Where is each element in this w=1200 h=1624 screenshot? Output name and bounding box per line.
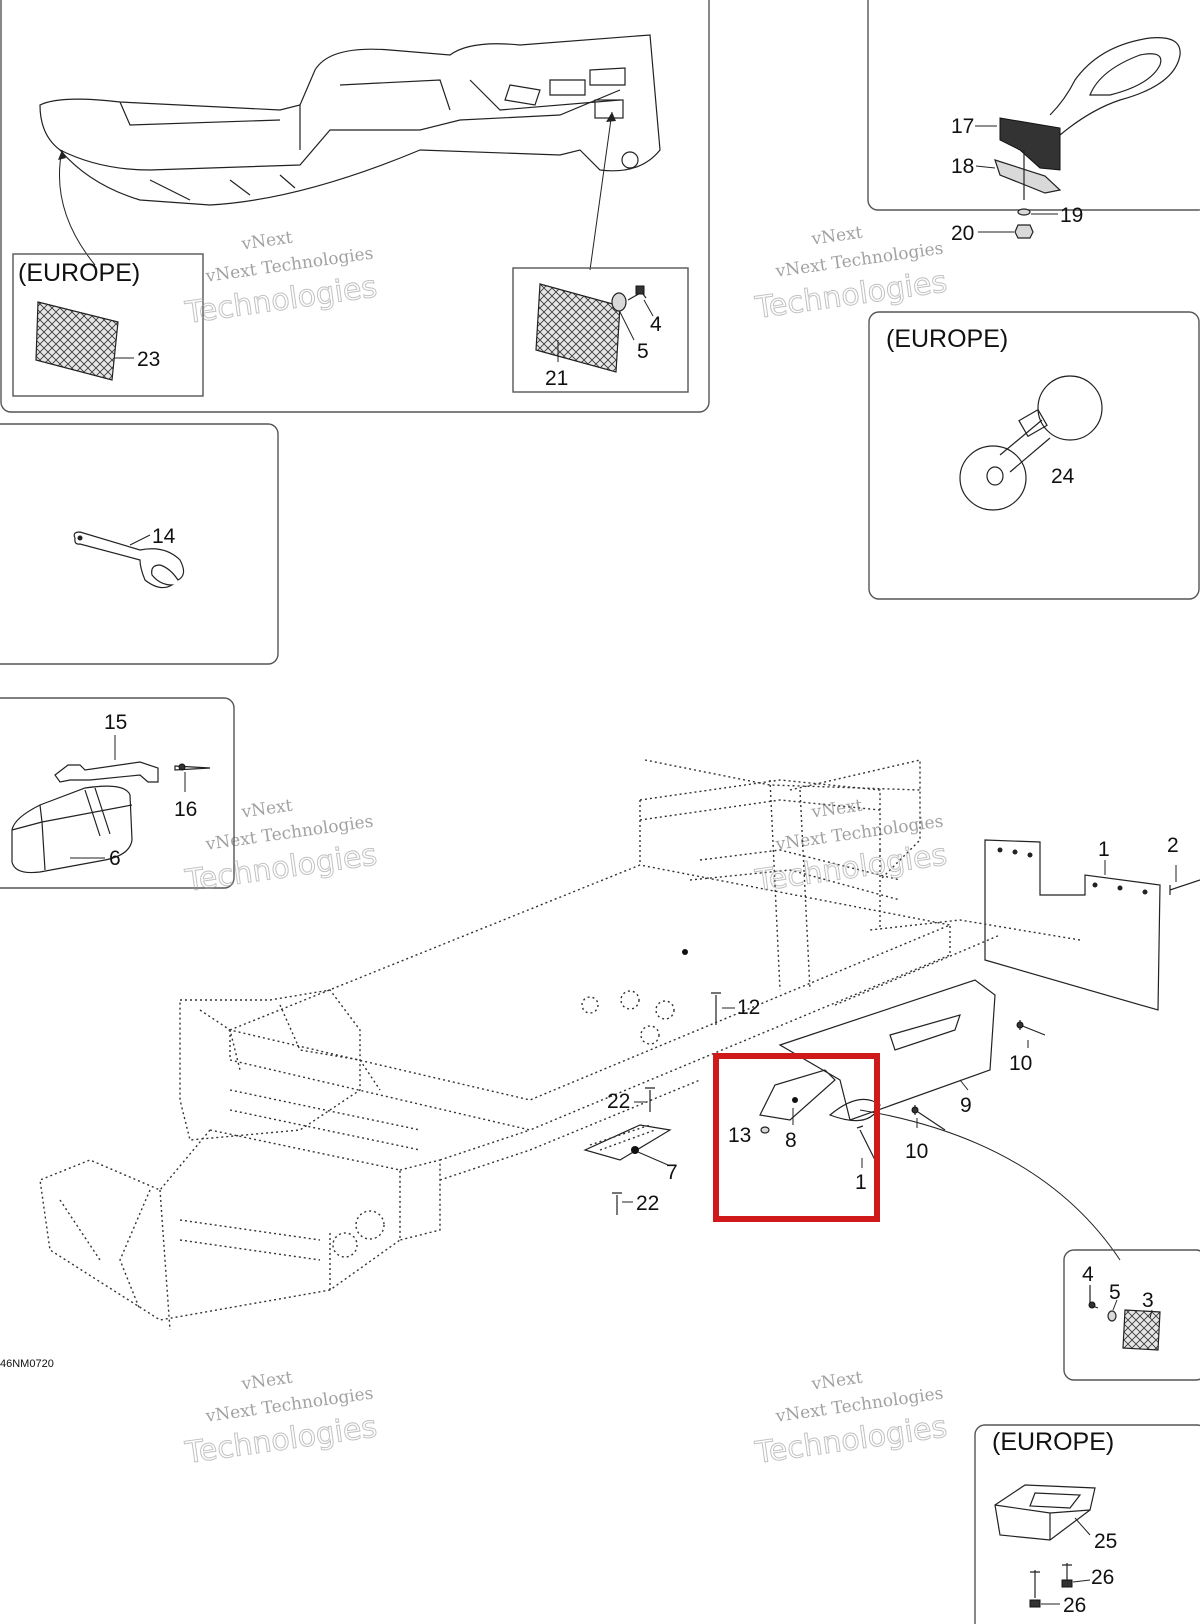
callout-21: 21: [545, 367, 568, 390]
panel-toolbox-frame: [0, 697, 235, 889]
watermark-vnext: vNext: [809, 796, 863, 823]
horn-bulb-drawing: [1037, 375, 1103, 441]
callout-1-rivet: 1: [855, 1171, 867, 1194]
callout-22-lower: 22: [636, 1192, 659, 1215]
mirror-mount-block: [999, 117, 1061, 171]
chassis-drawing: 7 22 22 12 9 10 10 1 2: [0, 759, 1200, 1370]
bracket-8-drawing: [759, 1069, 836, 1121]
europe-label: (EUROPE): [18, 259, 140, 287]
callout-10-lower: 10: [905, 1140, 928, 1163]
callout-13: 13: [728, 1124, 751, 1147]
callout-25: 25: [1094, 1530, 1117, 1553]
callout-24: 24: [1051, 465, 1075, 488]
washer-19-drawing: [1017, 208, 1031, 216]
footrest-7-drawing: [583, 1124, 672, 1161]
horn-europe-label: (EUROPE): [886, 325, 1008, 353]
panel-plate: (EUROPE) 25 26 26: [974, 1424, 1200, 1624]
nut-20-drawing: [1014, 224, 1034, 239]
watermark-vnext: vNext: [809, 1368, 863, 1395]
reflector-21-drawing: [535, 283, 621, 373]
callout-10-upper: 10: [1009, 1052, 1032, 1075]
callout-3: 3: [1142, 1289, 1154, 1312]
watermark-vnext: vNext: [239, 1368, 293, 1395]
case-6-drawing: [11, 785, 133, 874]
panel-rear-body: (EUROPE) 23 21 5 4: [0, 0, 710, 413]
panel-horn: (EUROPE) 24: [868, 311, 1200, 600]
callout-4: 4: [650, 313, 662, 336]
callout-15: 15: [104, 711, 127, 734]
rivet-16-drawing: [174, 765, 211, 771]
panel-rear-body-frame: [0, 0, 710, 413]
callout-22-upper: 22: [607, 1090, 630, 1113]
callout-23: 23: [137, 348, 160, 371]
watermark-vnext: vNext: [239, 228, 293, 255]
callout-1-flap: 1: [1098, 838, 1110, 861]
reflector-kit-box: [512, 267, 689, 393]
panel-rear-reflector-frame: [1063, 1249, 1200, 1381]
callout-14: 14: [152, 525, 176, 548]
callout-16: 16: [174, 798, 197, 821]
panel-wrench-frame: [0, 423, 279, 665]
panel-mirror-frame: [867, 0, 1200, 211]
highlight-frame: [713, 1053, 880, 1222]
callout-26-upper: 26: [1091, 1566, 1114, 1589]
callout-12: 12: [737, 996, 760, 1019]
reflector-23-drawing: [35, 301, 119, 381]
callout-4-rear: 4: [1082, 1263, 1094, 1286]
horn-bell-drawing: [959, 445, 1027, 511]
callout-26-lower: 26: [1063, 1594, 1086, 1617]
drawing-code: 46NM0720: [0, 1358, 54, 1370]
washer-5-drawing: [611, 292, 627, 312]
panel-horn-frame: [868, 311, 1200, 600]
screw-2-drawing: [1169, 879, 1200, 895]
panel-wrench: 14: [0, 423, 279, 665]
panel-mirror: 17 18 19 20: [867, 0, 1200, 245]
callout-17: 17: [951, 115, 974, 138]
panel-rear-reflector: 4 5 3: [1063, 1249, 1200, 1381]
watermark-vnext: vNext: [239, 796, 293, 823]
rivet-13-drawing: [760, 1126, 770, 1134]
screw-4-rear-drawing: [1088, 1301, 1096, 1309]
bracket-15-drawing: [54, 761, 159, 783]
callout-20: 20: [951, 222, 974, 245]
rivet-22b-drawing: [612, 1192, 622, 1215]
panel-plate-frame: [974, 1424, 1200, 1624]
flap-1-drawing: [984, 839, 1161, 1011]
wrench-14-drawing: [73, 531, 185, 589]
europe-reflector-box: [12, 253, 204, 397]
callout-5-rear: 5: [1109, 1281, 1121, 1304]
callout-19: 19: [1060, 204, 1083, 227]
washer-5-rear-drawing: [1107, 1310, 1117, 1322]
mirror-17-drawing: [999, 37, 1181, 136]
callout-8: 8: [785, 1129, 797, 1152]
rivet-1-drawing: [856, 1125, 876, 1161]
strip-9-drawing: [778, 979, 996, 1121]
screw-26b-drawing: [1030, 1570, 1040, 1598]
callout-18: 18: [951, 155, 974, 178]
rivet-10a-drawing: [1019, 1020, 1046, 1036]
rivet-22a-drawing: [645, 1087, 655, 1112]
callout-5: 5: [637, 340, 649, 363]
callout-2: 2: [1167, 834, 1179, 857]
rivet-12-drawing: [711, 992, 721, 1025]
panel-toolbox: 15 16 6: [0, 697, 235, 889]
rear-body-drawing: [39, 34, 661, 206]
callout-6: 6: [109, 847, 121, 870]
watermarks: vNext vNext Technologies Technologies vN…: [182, 223, 950, 1472]
watermark-vnext: vNext: [809, 223, 863, 250]
plate-europe-label: (EUROPE): [992, 1428, 1114, 1456]
reflector-mount-outline: [594, 99, 624, 119]
gasket-18-drawing: [994, 159, 1062, 194]
reflector-3-drawing: [1122, 1309, 1161, 1351]
callout-9: 9: [960, 1094, 972, 1117]
callout-7: 7: [666, 1161, 678, 1184]
